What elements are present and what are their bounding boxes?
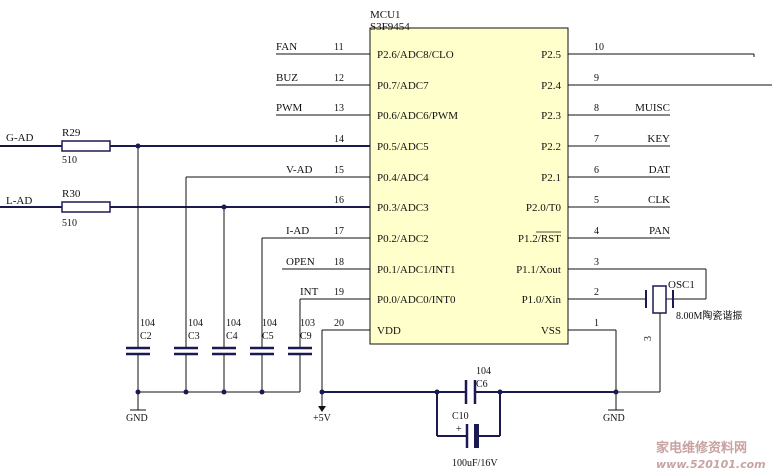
c3-value: 104 [188, 318, 203, 329]
net-key: KEY [647, 133, 670, 145]
net-l-ad: L-AD [6, 195, 32, 207]
pin-number-20: 20 [334, 318, 344, 329]
c5-ref: C5 [262, 331, 274, 342]
pin-number-11: 11 [334, 42, 344, 53]
r29-ref: R29 [62, 127, 81, 139]
c6-value: 104 [476, 366, 491, 377]
mcu-part: S3F9454 [370, 21, 410, 33]
c4-ref: C4 [226, 331, 238, 342]
net-open: OPEN [286, 256, 315, 268]
pin-label-12: P0.7/ADC7 [377, 80, 429, 92]
net-int: INT [300, 286, 319, 298]
c10-value: 100uF/16V [452, 458, 498, 469]
net-i-ad: I-AD [286, 225, 309, 237]
pin-label-9: P2.4 [541, 80, 561, 92]
pin-number-12: 12 [334, 73, 344, 84]
watermark-title: 家电维修资料网 [656, 440, 747, 456]
c10-ref: C10 [452, 411, 469, 422]
pin-label-13: P0.6/ADC6/PWM [377, 110, 458, 122]
gnd-right-label: GND [603, 413, 625, 424]
pin-label-11: P2.6/ADC8/CLO [377, 49, 454, 61]
pin-number-1: 1 [594, 318, 599, 329]
c10-plus: + [456, 424, 462, 435]
net-clk: CLK [648, 194, 670, 206]
net-pwm: PWM [276, 102, 303, 114]
c5-value: 104 [262, 318, 277, 329]
pin-number-18: 18 [334, 257, 344, 268]
c9-value: 103 [300, 318, 315, 329]
pin-number-13: 13 [334, 103, 344, 114]
pin-number-8: 8 [594, 103, 599, 114]
c9-ref: C9 [300, 331, 312, 342]
osc1-pin3-label: 3 [643, 336, 654, 341]
c6-ref: C6 [476, 379, 488, 390]
pin-number-6: 6 [594, 165, 599, 176]
pin-label-14: P0.5/ADC5 [377, 141, 429, 153]
osc1-value: 8.00M陶瓷谐振 [676, 309, 742, 322]
pin-number-2: 2 [594, 287, 599, 298]
net-pan: PAN [649, 225, 670, 237]
gnd-left-label: GND [126, 413, 148, 424]
pin-number-4: 4 [594, 226, 599, 237]
net-buz: BUZ [276, 72, 298, 84]
pin-label-19: P0.0/ADC0/INT0 [377, 294, 456, 306]
net-v-ad: V-AD [286, 164, 313, 176]
pin-number-7: 7 [594, 134, 599, 145]
pin-label-10: P2.5 [541, 49, 561, 61]
crystal-osc1 [645, 285, 674, 314]
pin-number-15: 15 [334, 165, 344, 176]
pin-label-4: P1.2/RST [518, 233, 561, 245]
pin-number-9: 9 [594, 73, 599, 84]
pin-label-18: P0.1/ADC1/INT1 [377, 264, 456, 276]
vdd-label: +5V [313, 413, 332, 424]
pin-number-17: 17 [334, 226, 344, 237]
r30-value: 510 [62, 218, 77, 229]
c2-value: 104 [140, 318, 155, 329]
c4-value: 104 [226, 318, 241, 329]
watermark-url: www.520101.com [656, 458, 766, 471]
pin-number-5: 5 [594, 195, 599, 206]
pin-number-19: 19 [334, 287, 344, 298]
c2-ref: C2 [140, 331, 152, 342]
mcu-body [369, 27, 569, 345]
pin-number-14: 14 [334, 134, 344, 145]
vdd-arrow [318, 406, 326, 412]
pin-label-15: P0.4/ADC4 [377, 172, 429, 184]
resistor-r30 [61, 201, 111, 213]
pin-label-6: P2.1 [541, 172, 561, 184]
net-fan: FAN [276, 41, 297, 53]
pin-label-1: VSS [541, 325, 561, 337]
pin-number-3: 3 [594, 257, 599, 268]
net-dat: DAT [649, 164, 671, 176]
pin-label-5: P2.0/T0 [526, 202, 562, 214]
pin-label-8: P2.3 [541, 110, 561, 122]
mcu-designator: MCU1 [370, 9, 401, 21]
resistor-r29 [61, 140, 111, 152]
osc1-ref: OSC1 [668, 279, 695, 291]
net-g-ad: G-AD [6, 132, 34, 144]
pin-label-20: VDD [377, 325, 401, 337]
c10-negative-plate [474, 424, 479, 448]
net-muisc: MUISC [635, 102, 670, 114]
pin-label-3: P1.1/Xout [516, 264, 561, 276]
pin-number-16: 16 [334, 195, 344, 206]
r29-value: 510 [62, 155, 77, 166]
pin-number-10: 10 [594, 42, 604, 53]
pin-label-16: P0.3/ADC3 [377, 202, 429, 214]
pin-label-17: P0.2/ADC2 [377, 233, 429, 245]
r30-ref: R30 [62, 188, 81, 200]
pin-label-7: P2.2 [541, 141, 561, 153]
c3-ref: C3 [188, 331, 200, 342]
pin-label-2: P1.0/Xin [522, 294, 562, 306]
